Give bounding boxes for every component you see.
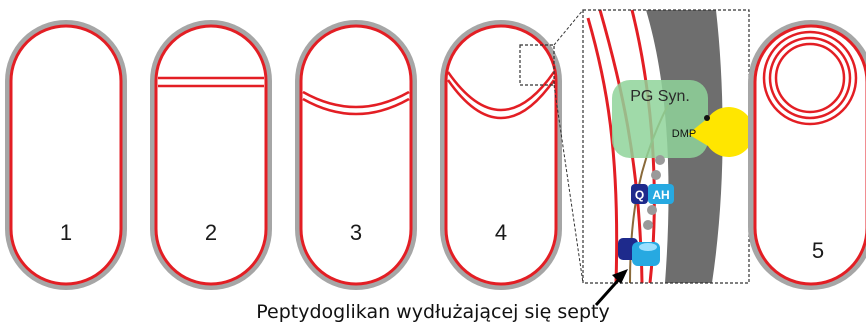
cell-number: 4 [495, 220, 507, 245]
cell-stage-4: 4 [440, 20, 562, 290]
cell-number: 3 [350, 220, 362, 245]
chain-bead [643, 220, 653, 230]
chain-bead [647, 205, 657, 215]
cell-number: 5 [812, 238, 824, 263]
dmp-label: DMP [672, 128, 696, 140]
cell-stage-5: 5 [748, 20, 866, 290]
cell-number: 1 [60, 220, 72, 245]
cell-stage-3: 3 [295, 20, 417, 290]
dmp-dot [704, 115, 710, 121]
chain-bead [651, 170, 661, 180]
lipid-unit-cap [639, 243, 657, 251]
cell-number: 2 [205, 220, 217, 245]
zoom-connector [554, 10, 583, 45]
zoom-inset: PG Syn. DMP Q AH [583, 10, 754, 283]
q-badge-label: Q [635, 188, 644, 202]
ah-badge-label: AH [652, 188, 669, 202]
cell-stage-1: 1 [5, 20, 127, 290]
figure-caption: Peptydoglikan wydłużającej się septy [0, 301, 866, 323]
chain-bead [655, 155, 665, 165]
cell-stage-2: 2 [150, 20, 272, 290]
pg-synthase-label: PG Syn. [630, 88, 690, 105]
